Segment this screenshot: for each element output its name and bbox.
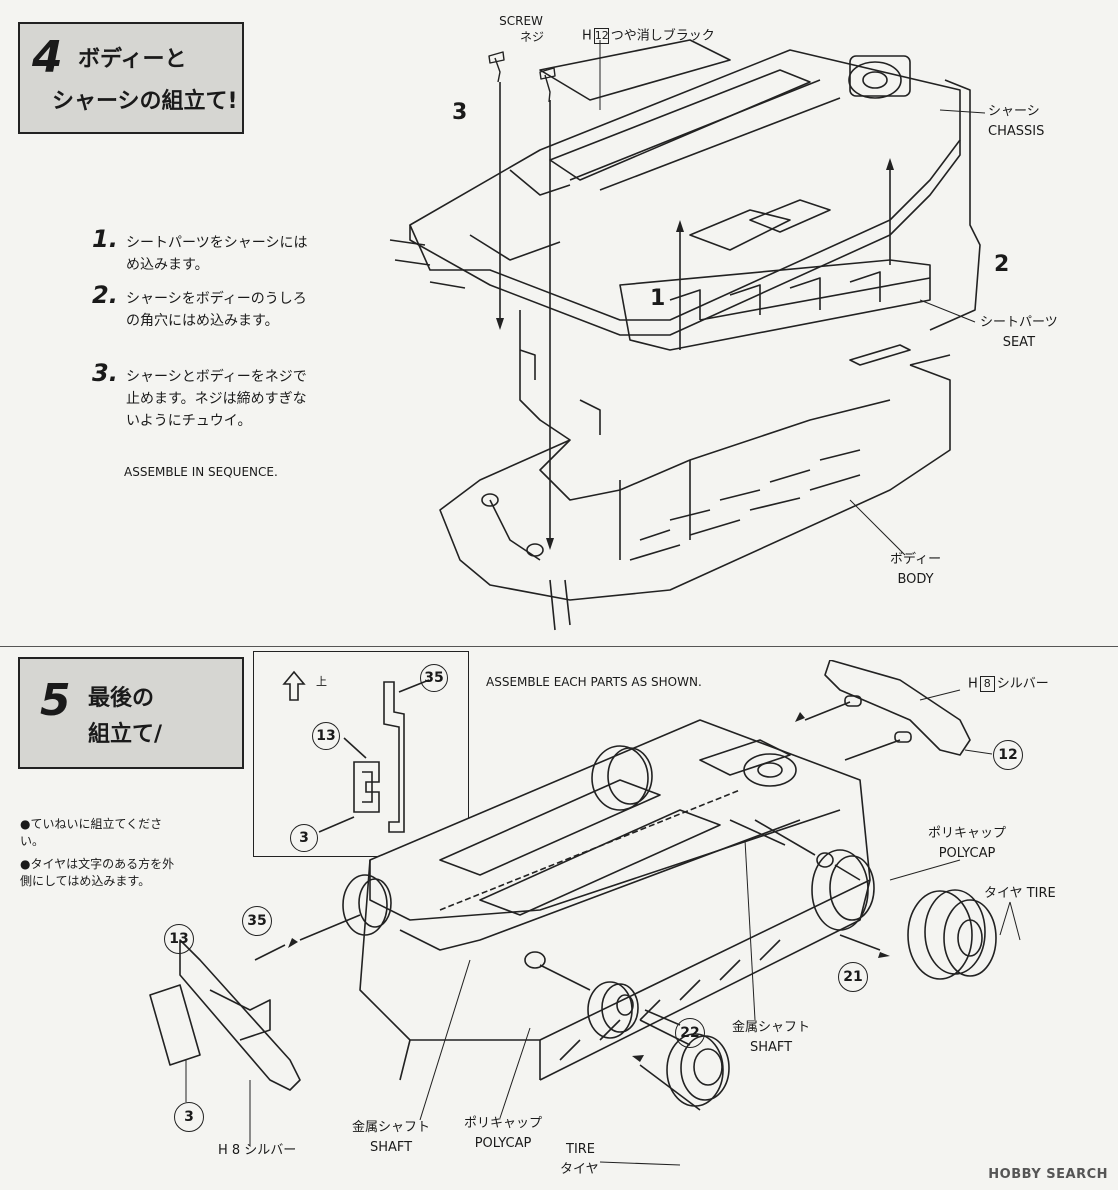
step4-leader-lines [599, 40, 986, 556]
screw-label: SCREW ネジ [499, 14, 545, 44]
hobby-search-watermark: HOBBY SEARCH [988, 1167, 1108, 1182]
h8-paint-label-bottom: H 8 シルバー [218, 1143, 297, 1158]
step5-note-2: ●タイヤは文字のある方を外側にしてはめ込みます。 [20, 857, 175, 888]
step5-title-line2: 組立て/ [88, 722, 163, 747]
step4-title-line1: ボディーと [78, 47, 187, 72]
step4-title-line2: シャーシの組立て! [52, 89, 238, 114]
step5-title-line1: 最後の [88, 686, 155, 711]
chassis-label: シャーシ CHASSIS [988, 104, 1045, 139]
sequence-1: 1 [650, 286, 666, 311]
sequence-2: 2 [994, 252, 1010, 277]
tire-label-bottom: TIRE タイヤ [560, 1142, 599, 1177]
inset-detail-box: 上 35 13 3 [253, 651, 469, 857]
inset-part-13: 13 [312, 722, 340, 750]
inset-part-35: 35 [420, 664, 448, 692]
tire-label-right: タイヤ TIRE [984, 886, 1056, 901]
body-label: ボディー BODY [890, 552, 942, 587]
sequence-3: 3 [452, 100, 468, 125]
part-13-badge: 13 [164, 924, 194, 954]
shaft-label-mid: 金属シャフト SHAFT [732, 1020, 811, 1055]
step5-title-box: 5 最後の 組立て/ [18, 657, 244, 769]
up-arrow-icon [282, 670, 306, 701]
section-divider [0, 646, 1118, 647]
shaft-label-bottom: 金属シャフト SHAFT [352, 1120, 431, 1155]
seat-label: シートパーツ SEAT [980, 315, 1058, 350]
part-3-badge: 3 [174, 1102, 204, 1132]
assemble-note: ASSEMBLE EACH PARTS AS SHOWN. [486, 675, 702, 689]
step5-assembly-diagram [149, 660, 997, 1111]
polycap-label-right: ポリキャップ POLYCAP [928, 826, 1007, 861]
step5-note-1: ●ていねいに組立てください。 [20, 817, 163, 848]
step4-title-box: 4 ボディーと シャーシの組立て! [18, 22, 244, 134]
inset-up-label: 上 [316, 675, 327, 688]
inset-part-3: 3 [290, 824, 318, 852]
part-21-badge: 21 [838, 962, 868, 992]
part-35-badge: 35 [242, 906, 272, 936]
step5-number: 5 [40, 675, 71, 726]
step4-assembly-diagram [389, 39, 981, 631]
part-12-badge: 12 [993, 740, 1023, 770]
part-22-badge: 22 [675, 1018, 705, 1048]
step4-sequence-note: ASSEMBLE IN SEQUENCE. [124, 465, 278, 479]
polycap-label-bottom: ポリキャップ POLYCAP [464, 1116, 543, 1151]
step4-number: 4 [32, 32, 63, 83]
